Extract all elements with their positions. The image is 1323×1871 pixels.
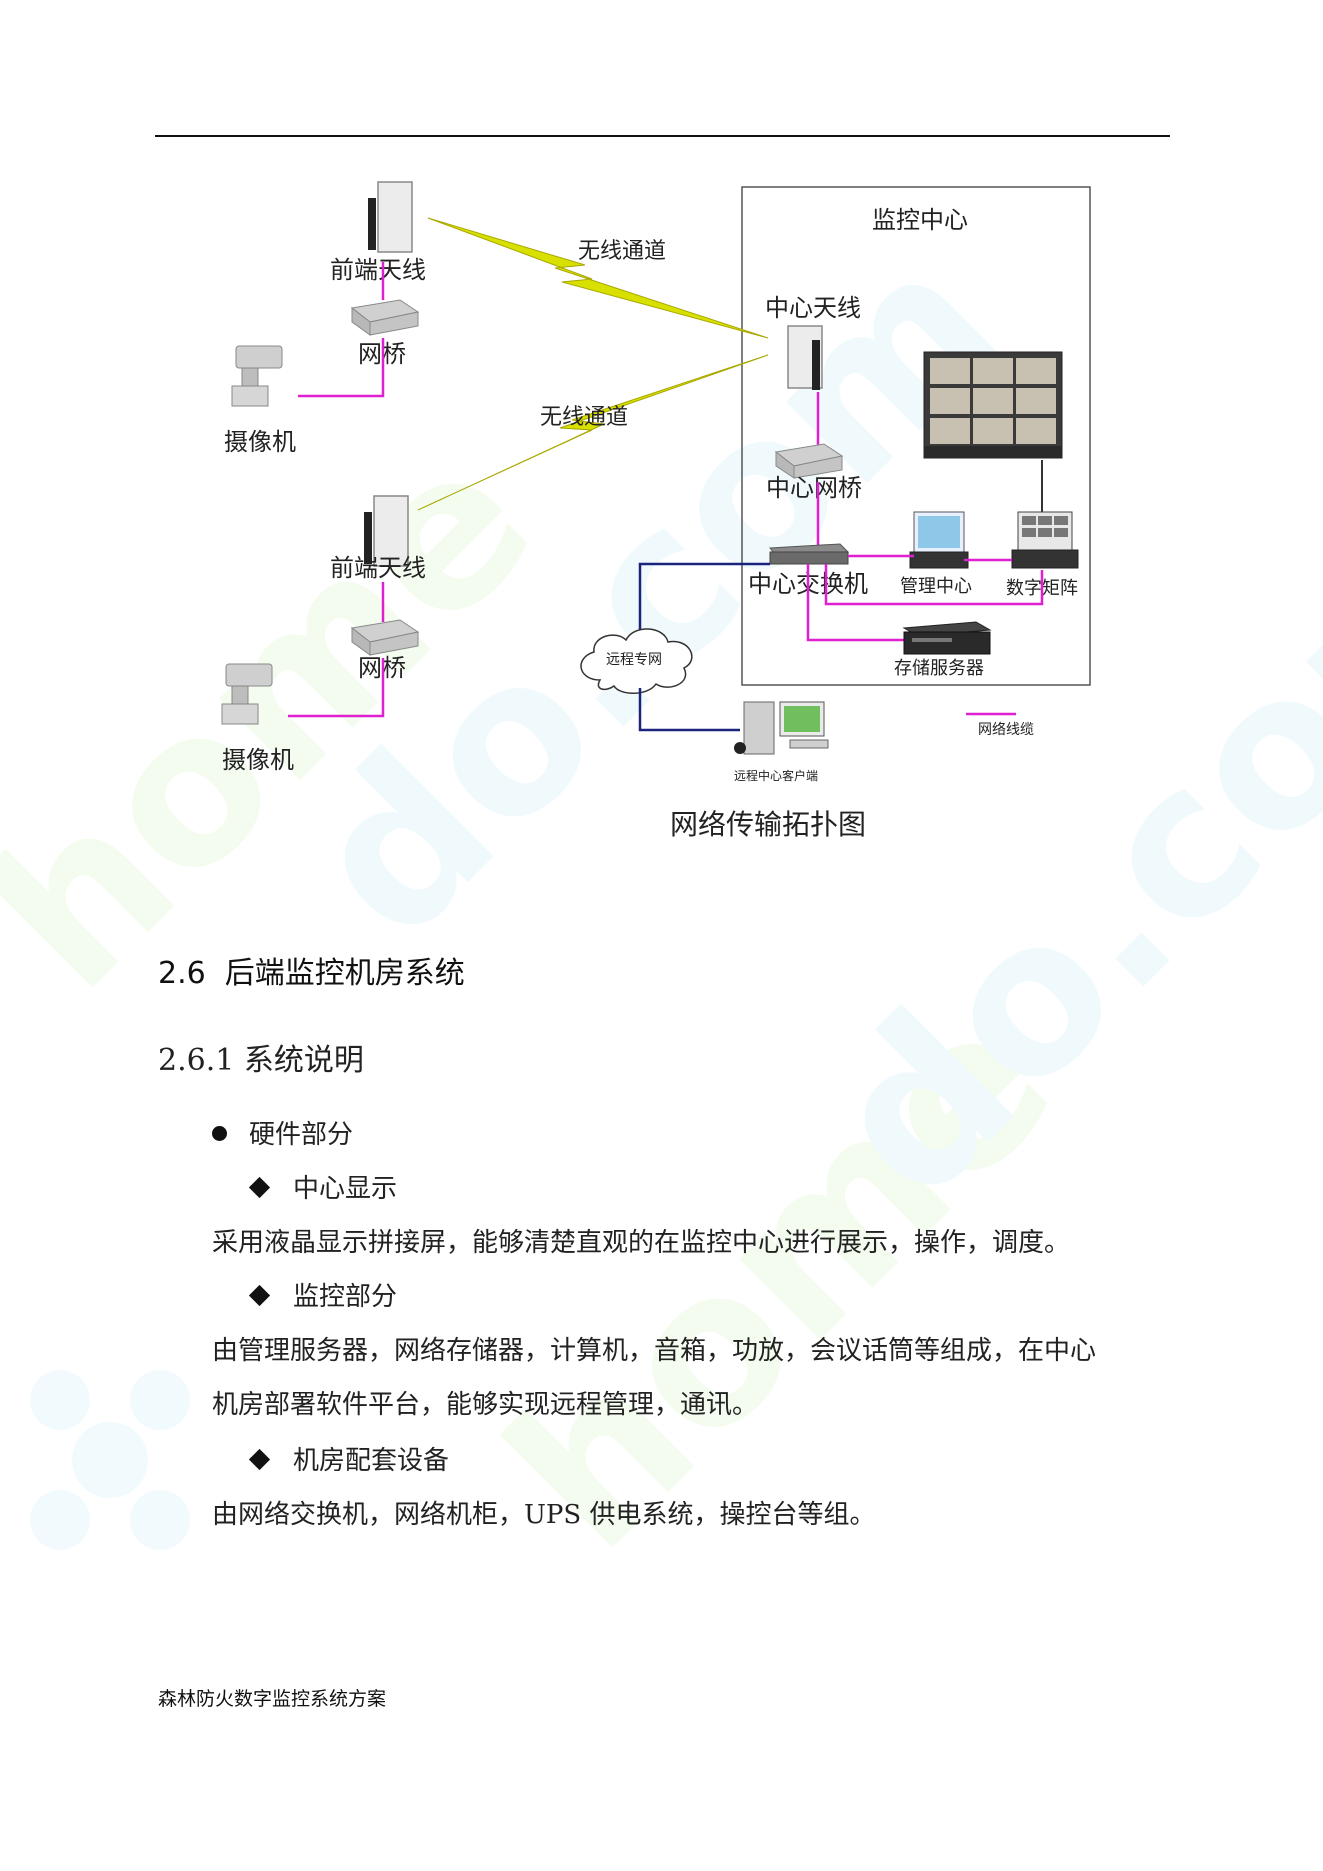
wireless-channel-label-1: 无线通道 xyxy=(578,239,666,264)
wireless-channel-label-2: 无线通道 xyxy=(540,405,628,430)
center-bridge-icon xyxy=(774,443,844,479)
item-monitoring: 监控部分 xyxy=(248,1276,397,1313)
center-bridge-label: 中心网桥 xyxy=(766,474,862,502)
page-footer: 森林防火数字监控系统方案 xyxy=(158,1688,387,1710)
camera-label-2: 摄像机 xyxy=(222,746,294,774)
camera-icon-1 xyxy=(231,345,283,407)
section-heading: 2.6 后端监控机房系统 xyxy=(158,948,465,992)
lightning-icon xyxy=(427,217,769,339)
diagram-caption: 网络传输拓扑图 xyxy=(670,808,866,841)
bridge-icon-2 xyxy=(350,619,420,656)
bridge-icon-1 xyxy=(350,299,420,336)
remote-client-label: 远程中心客户端 xyxy=(734,768,818,783)
remote-network-label: 远程专网 xyxy=(606,652,662,668)
management-center-icon xyxy=(909,511,969,569)
section-number: 2.6 xyxy=(158,956,206,991)
monitoring-center-box xyxy=(741,186,1091,686)
diamond-bullet-icon xyxy=(248,1176,271,1198)
center-title-label: 监控中心 xyxy=(872,206,968,234)
flower-logo-icon xyxy=(30,1370,190,1550)
subsection-heading: 2.6.1 系统说明 xyxy=(158,1035,364,1079)
management-center-label: 管理中心 xyxy=(900,576,972,597)
lightning-icon xyxy=(417,354,769,511)
legend-cable-label: 网络线缆 xyxy=(978,722,1034,738)
center-switch-icon xyxy=(769,543,850,565)
header-rule xyxy=(155,135,1170,137)
subsection-number: 2.6.1 xyxy=(158,1043,235,1078)
item-center-display: 中心显示 xyxy=(248,1168,397,1205)
remote-client-icon xyxy=(734,701,829,755)
front-antenna-icon-2 xyxy=(364,495,409,567)
diamond-bullet-icon xyxy=(248,1448,271,1470)
paragraph-monitoring-line2: 机房部署软件平台，能够实现远程管理，通讯。 xyxy=(212,1390,759,1420)
front-antenna-label-1: 前端天线 xyxy=(330,256,426,284)
paragraph-center-display: 采用液晶显示拼接屏，能够清楚直观的在监控中心进行展示，操作，调度。 xyxy=(212,1228,1071,1258)
digital-matrix-icon xyxy=(1011,511,1079,569)
item-room-equipment: 机房配套设备 xyxy=(248,1440,449,1477)
paragraph-room-equipment: 由网络交换机，网络机柜，UPS 供电系统，操控台等组。 xyxy=(212,1500,876,1530)
center-antenna-label: 中心天线 xyxy=(765,294,861,322)
bullet-dot-icon xyxy=(212,1125,227,1141)
subsection-title: 系统说明 xyxy=(243,1043,364,1078)
diamond-bullet-icon xyxy=(248,1284,271,1306)
front-antenna-label-2: 前端天线 xyxy=(330,554,426,582)
storage-server-label: 存储服务器 xyxy=(894,658,984,679)
center-antenna-icon xyxy=(787,325,823,390)
cloud-icon xyxy=(580,628,693,694)
network-topology-diagram: 监控中心 无线通道 无线通道 前端天线 网桥 摄像机 前端天线 网桥 摄像机 xyxy=(221,181,1091,841)
camera-icon-2 xyxy=(221,663,273,725)
storage-server-icon xyxy=(902,621,992,655)
paragraph-monitoring-line1: 由管理服务器，网络存储器，计算机，音箱，功放，会议话筒等组成，在中心 xyxy=(212,1336,1097,1366)
section-title: 后端监控机房系统 xyxy=(224,956,465,991)
camera-label-1: 摄像机 xyxy=(224,428,296,456)
video-wall-icon xyxy=(923,351,1063,459)
bullet-hardware: 硬件部分 xyxy=(212,1114,353,1151)
front-antenna-icon-1 xyxy=(368,181,413,253)
